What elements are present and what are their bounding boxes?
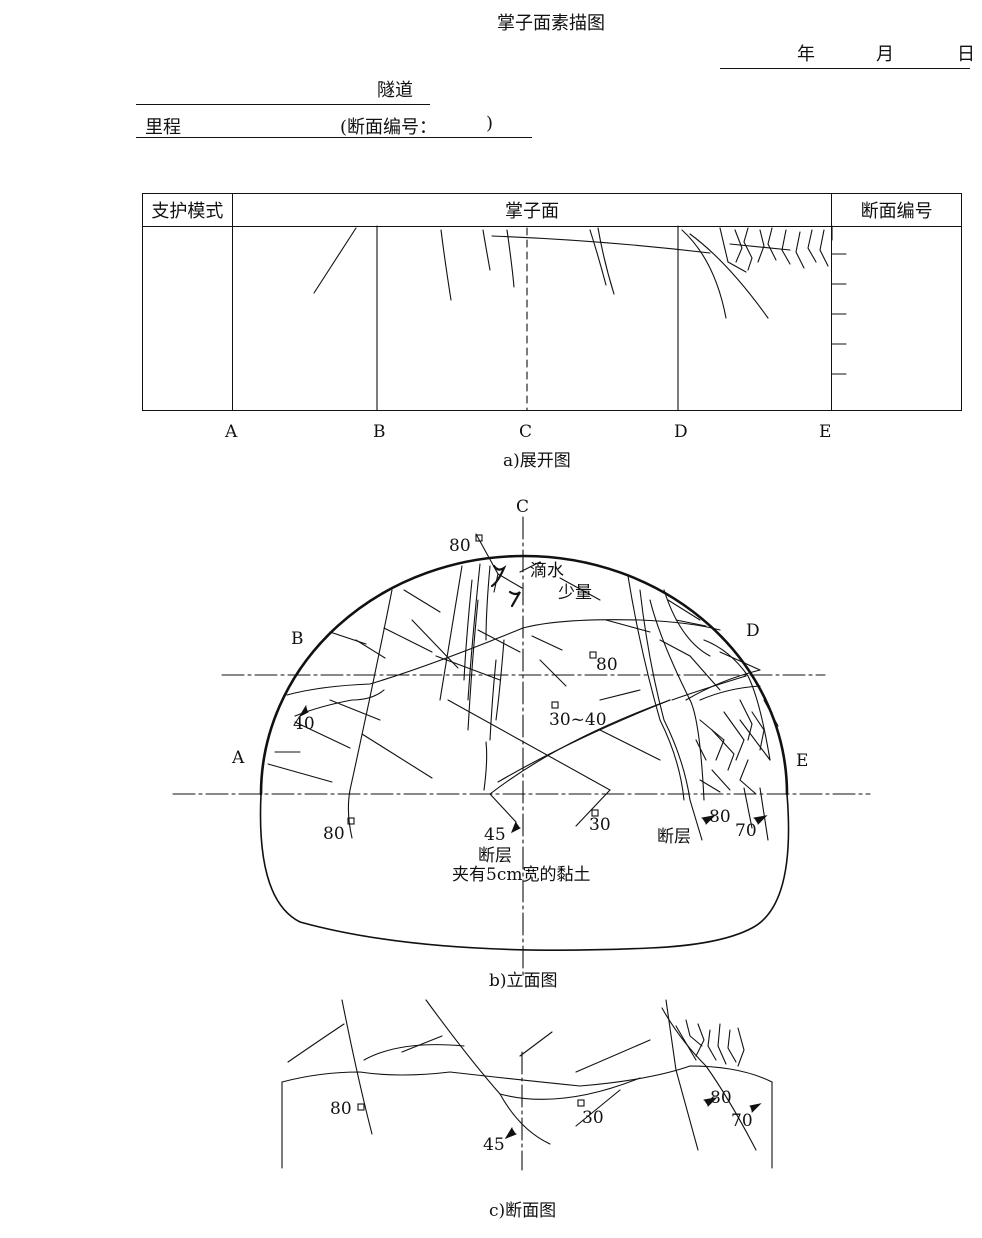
tunnel-label: 隧道: [377, 80, 413, 101]
dip-label-30: 30: [589, 815, 611, 835]
face-cell: [231, 226, 833, 411]
section-cell: [831, 226, 962, 411]
elevation-point-a: A: [231, 748, 245, 768]
expanded-point-c: C: [519, 422, 532, 442]
tunnel-underline: [136, 104, 430, 105]
section-dip-45: 45: [483, 1135, 505, 1155]
dip-label-80-left: 80: [323, 824, 345, 844]
section-view-caption: c)断面图: [489, 1201, 556, 1221]
clay-note: 夹有5cm宽的黏土: [452, 865, 590, 885]
elevation-point-e: E: [796, 751, 808, 771]
mileage-underline: [136, 137, 532, 138]
date-month-label: 月: [876, 44, 894, 65]
date-underline: [720, 68, 970, 69]
section-dip-30: 30: [582, 1108, 604, 1128]
section-number-close: ): [486, 113, 494, 134]
dip-label-80-mid: 80: [596, 655, 618, 675]
dip-label-70: 70: [735, 821, 757, 841]
section-number-label: (断面编号：: [340, 117, 438, 138]
elevation-point-d: D: [746, 621, 760, 641]
date-year-label: 年: [797, 44, 815, 65]
expanded-view-drawing: [313, 225, 847, 411]
section-dip-70: 70: [731, 1111, 753, 1131]
dip-label-45: 45: [484, 825, 506, 845]
page-title: 掌子面素描图: [497, 13, 605, 34]
expanded-view-caption: a)展开图: [503, 451, 571, 471]
dip-label-80-top: 80: [449, 536, 471, 556]
fault-label-right: 断层: [657, 827, 691, 847]
expanded-point-d: D: [674, 422, 688, 442]
date-day-label: 日: [957, 44, 975, 65]
section-dip-80-right: 80: [710, 1088, 732, 1108]
drip-water-label: 滴水: [530, 561, 564, 581]
fault-label-left: 断层: [478, 846, 512, 866]
mileage-label: 里程: [145, 117, 181, 138]
section-view-drawing: [281, 999, 773, 1171]
elevation-point-c: C: [516, 497, 529, 517]
expanded-point-b: B: [373, 422, 386, 442]
support-cell: [142, 226, 233, 411]
expanded-point-a: A: [224, 422, 238, 442]
dip-label-30-40: 30~40: [549, 710, 607, 730]
sketch-table: 支护模式 掌子面 断面编号: [142, 193, 962, 411]
section-dip-80: 80: [330, 1099, 352, 1119]
dip-label-80-right: 80: [709, 807, 731, 827]
expanded-point-e: E: [819, 422, 831, 442]
small-amount-label: 少量: [558, 583, 592, 603]
col-face-header: 掌子面: [231, 193, 833, 227]
dip-label-40: 40: [293, 714, 315, 734]
elevation-point-b: B: [291, 629, 304, 649]
elevation-view-drawing: [172, 516, 871, 976]
elevation-view-caption: b)立面图: [489, 971, 558, 991]
col-section-header: 断面编号: [831, 193, 962, 227]
